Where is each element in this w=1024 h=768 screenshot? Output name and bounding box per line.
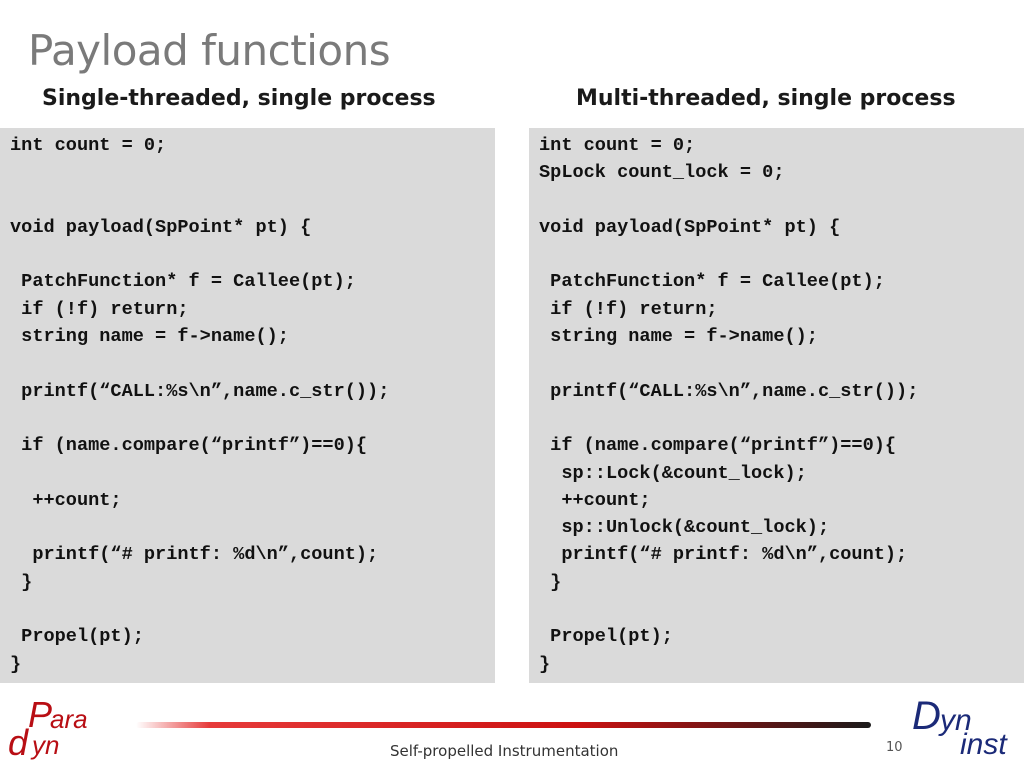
code-line: int count = 0;	[10, 135, 167, 156]
code-line: sp::Unlock(&count_lock);	[539, 517, 830, 539]
code-line: if (name.compare(“printf”)==0){	[539, 435, 897, 457]
code-line	[10, 187, 495, 214]
code-line: string name = f->name();	[539, 326, 818, 348]
code-line	[10, 460, 495, 487]
code-line: PatchFunction* f = Callee(pt);	[539, 271, 885, 293]
code-line: printf(“CALL:%s\n”,name.c_str());	[10, 380, 390, 402]
code-line: ++count;	[539, 489, 651, 511]
code-line	[10, 241, 495, 268]
code-line: PatchFunction* f = Callee(pt);	[10, 271, 356, 293]
paradyn-logo-ara: ara	[50, 704, 88, 734]
code-line	[539, 596, 1024, 623]
paradyn-logo-d: d	[8, 722, 29, 763]
footer-text: Self-propelled Instrumentation	[390, 742, 619, 760]
code-line: sp::Lock(&count_lock);	[539, 462, 807, 484]
code-line	[10, 405, 495, 432]
code-line: void payload(SpPoint* pt) {	[10, 216, 312, 238]
right-column-heading: Multi-threaded, single process	[576, 86, 956, 111]
code-line	[539, 241, 1024, 268]
code-line: if (!f) return;	[10, 298, 189, 320]
code-line: if (name.compare(“printf”)==0){	[10, 435, 368, 457]
code-line: }	[539, 571, 562, 593]
code-line: }	[10, 653, 22, 675]
code-line	[10, 159, 495, 186]
code-line	[539, 187, 1024, 214]
left-column-heading: Single-threaded, single process	[42, 86, 436, 111]
code-line: }	[10, 571, 33, 593]
code-line	[539, 350, 1024, 377]
paradyn-logo-p: P	[28, 694, 53, 735]
dyninst-logo: D yn inst	[912, 694, 1020, 766]
code-line: printf(“# printf: %d\n”,count);	[539, 544, 908, 566]
dyninst-logo-inst: inst	[960, 728, 1007, 761]
code-line: printf(“CALL:%s\n”,name.c_str());	[539, 380, 919, 402]
slide-title: Payload functions	[28, 26, 391, 75]
footer-divider	[136, 722, 871, 728]
code-line: SpLock count_lock = 0;	[539, 162, 785, 184]
left-code-block: int count = 0; void payload(SpPoint* pt) …	[0, 128, 495, 683]
code-line	[539, 405, 1024, 432]
right-code-block: int count = 0; SpLock count_lock = 0; void…	[529, 128, 1024, 683]
code-line: if (!f) return;	[539, 298, 718, 320]
code-line	[10, 514, 495, 541]
code-line: int count = 0;	[539, 135, 696, 156]
code-line: string name = f->name();	[10, 326, 289, 348]
code-line: }	[539, 653, 551, 675]
code-line: ++count;	[10, 489, 122, 511]
code-line: void payload(SpPoint* pt) {	[539, 216, 841, 238]
code-line: Propel(pt);	[539, 626, 673, 648]
dyninst-logo-d: D	[912, 694, 941, 738]
page-number: 10	[886, 740, 903, 755]
code-line: Propel(pt);	[10, 626, 144, 648]
paradyn-logo-yn: yn	[32, 730, 60, 760]
code-line	[10, 596, 495, 623]
code-line: printf(“# printf: %d\n”,count);	[10, 544, 379, 566]
paradyn-logo: P ara d yn	[8, 694, 108, 764]
code-line	[10, 350, 495, 377]
dyninst-logo-yn: yn	[940, 704, 972, 737]
